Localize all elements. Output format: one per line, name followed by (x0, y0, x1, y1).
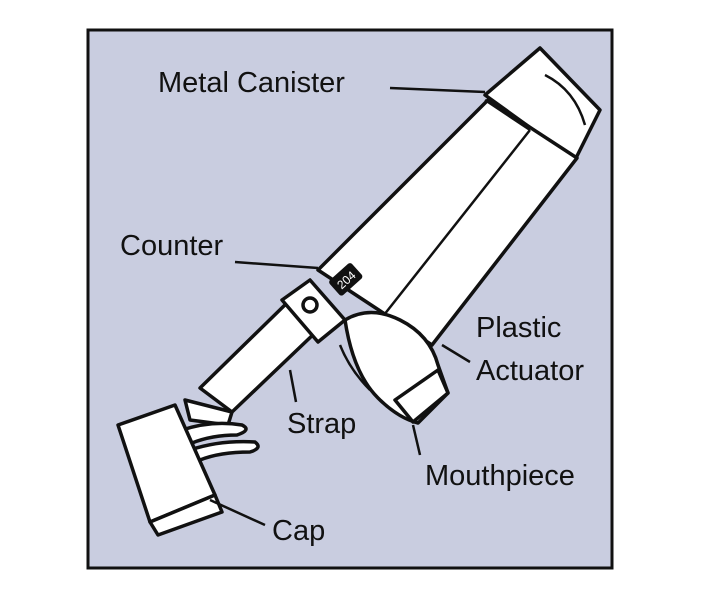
leader-strap (288, 369, 298, 403)
cap (116, 403, 260, 537)
label-cap: Cap (272, 515, 325, 547)
leader-cap (209, 498, 266, 527)
label-mouthpiece: Mouthpiece (425, 460, 575, 492)
leader-counter (234, 260, 319, 270)
leader-plastic-actuator (441, 343, 471, 364)
label-strap: Strap (287, 408, 356, 440)
label-actuator: Actuator (476, 355, 584, 387)
label-metal-canister: Metal Canister (158, 67, 345, 99)
mouthpiece (338, 310, 450, 425)
leader-mouthpiece (411, 424, 422, 456)
leader-metal-canister (389, 86, 486, 94)
label-counter: Counter (120, 230, 224, 262)
label-plastic: Plastic (476, 312, 561, 344)
